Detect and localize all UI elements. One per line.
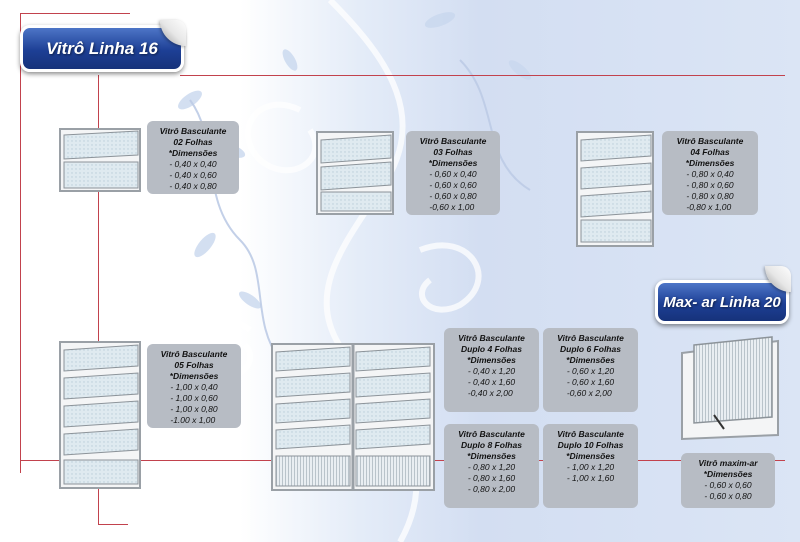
dimension-item: - 0,60 x 1,60 [566,377,615,387]
dimension-item: - 0,60 x 0,40 [429,169,477,179]
product-info-duplo-10-folhas: Vitrô Basculante Duplo 10 Folhas *Dimens… [543,424,638,508]
product-info-3-folhas: Vitrô Basculante 03 Folhas *Dimensões - … [406,131,500,215]
dimensions-label: *Dimensões [428,158,478,168]
dimension-item: - 0,80 x 0,40 [686,169,734,179]
product-title: Vitrô maxim-ar [698,458,758,468]
dimension-item: - 1,00 x 1,60 [566,473,615,483]
product-info-duplo-6-folhas: Vitrô Basculante Duplo 6 Folhas *Dimensõ… [543,328,638,412]
dimension-item: - 0,40 x 1,60 [467,377,516,387]
product-title: Vitrô Basculante [676,136,744,146]
dimension-item: - 1,00 x 0,80 [170,404,218,414]
dimension-item: -0,40 x 2,00 [467,388,513,398]
dimension-item: - 0,80 x 1,60 [467,473,516,483]
dimension-item: - 0,60 x 1,20 [566,366,615,376]
dimension-item: - 0,40 x 0,60 [169,170,217,180]
product-info-5-folhas: Vitrô Basculante 05 Folhas *Dimensões - … [147,344,241,428]
product-title: Vitrô Basculante [419,136,487,146]
dimension-item: - 1,00 x 1,20 [566,462,615,472]
dimension-item: - 0,60 x 0,80 [429,191,477,201]
dimension-item: - 1,00 x 0,40 [170,382,218,392]
dimension-item: - 0,40 x 0,80 [169,181,217,191]
dimensions-label: *Dimensões [169,371,219,381]
maxar-linha-20-header: Max- ar Linha 20 [655,280,789,324]
product-info-duplo-4-folhas: Vitrô Basculante Duplo 4 Folhas *Dimensõ… [444,328,539,412]
product-title: Vitrô Basculante [160,349,228,359]
dimension-item: - 0,60 x 0,80 [704,491,752,501]
maxar-header-text: Max- ar Linha 20 [663,293,781,311]
vitro-header-text: Vitrô Linha 16 [46,38,158,58]
dimension-item: -0,80 x 1,00 [686,202,732,212]
left-rule-line [20,13,21,473]
product-info-duplo-8-folhas: Vitrô Basculante Duplo 8 Folhas *Dimensõ… [444,424,539,508]
dimensions-label: *Dimensões [168,148,218,158]
product-subtitle: Duplo 6 Folhas [560,344,621,354]
product-subtitle: Duplo 10 Folhas [557,440,624,450]
dimensions-label: *Dimensões [685,158,735,168]
dimension-item: - 0,80 x 0,60 [686,180,734,190]
dimensions-label: *Dimensões [566,355,615,365]
product-title: Vitrô Basculante [159,126,227,136]
dimensions-label: *Dimensões [467,355,516,365]
product-info-4-folhas: Vitrô Basculante 04 Folhas *Dimensões - … [662,131,758,215]
vitro-linha-16-header: Vitrô Linha 16 [20,25,184,72]
product-subtitle: Duplo 8 Folhas [461,440,522,450]
dimension-item: - 0,40 x 1,20 [467,366,516,376]
window-double-10-panels-image [271,343,435,491]
dimensions-label: *Dimensões [566,451,615,461]
dimension-item: -0,60 x 1,00 [429,202,475,212]
dimensions-label: *Dimensões [703,469,753,479]
dimension-item: - 0,60 x 0,60 [429,180,477,190]
window-4-panels-image [576,131,654,247]
product-title: Vitrô Basculante [557,333,624,343]
dimension-item: -1.00 x 1,00 [170,415,216,425]
dimension-item: - 1,00 x 0,60 [170,393,218,403]
dimension-item: - 0,80 x 0,80 [686,191,734,201]
window-5-panels-image [59,341,141,489]
window-3-panels-image [316,131,394,215]
dimension-item: - 0,40 x 0,40 [169,159,217,169]
product-subtitle: 04 Folhas [690,147,730,157]
product-title: Vitrô Basculante [458,429,525,439]
top-rule-line [20,13,130,14]
header-rule-line [180,75,785,76]
inner-rule-line [98,75,99,525]
product-subtitle: 05 Folhas [174,360,214,370]
product-subtitle: Duplo 4 Folhas [461,344,522,354]
dimension-item: - 0,80 x 1,20 [467,462,516,472]
product-subtitle: 02 Folhas [173,137,213,147]
dimensions-label: *Dimensões [467,451,516,461]
window-2-panels-image [59,128,141,192]
dimension-item: - 0,80 x 2,00 [467,484,516,494]
product-info-maxim-ar: Vitrô maxim-ar *Dimensões - 0,60 x 0,60 … [681,453,775,508]
product-info-2-folhas: Vitrô Basculante 02 Folhas *Dimensões - … [147,121,239,194]
product-title: Vitrô Basculante [458,333,525,343]
dimension-item: -0,60 x 2,00 [566,388,612,398]
product-title: Vitrô Basculante [557,429,624,439]
dimension-item: - 0,60 x 0,60 [704,480,752,490]
product-subtitle: 03 Folhas [433,147,473,157]
footer-rule-line [98,524,128,525]
maxim-ar-window-image [681,336,779,441]
